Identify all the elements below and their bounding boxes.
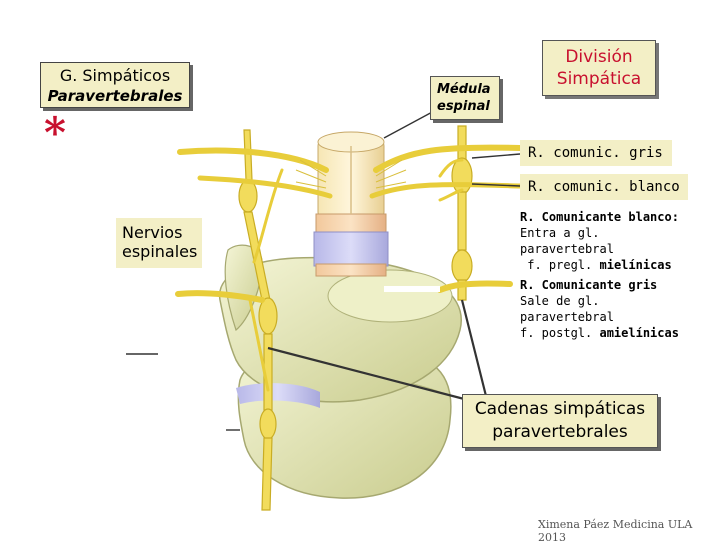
label-g-simpaticos-title: G. Simpáticos	[59, 66, 171, 85]
label-nervios-line1: Nervios	[122, 223, 183, 242]
definition-gris-line1: Sale de gl. paravertebral	[520, 294, 614, 324]
label-comunic-gris: R. comunic. gris	[520, 140, 672, 166]
definition-gris-bold: amielínicas	[599, 326, 679, 340]
white-marker	[384, 286, 440, 292]
label-division-simpatica: División Simpática	[542, 40, 656, 96]
label-medula-line1: Médula	[437, 82, 491, 97]
definition-blanco-bold: mielínicas	[599, 258, 672, 272]
label-nervios-line2: espinales	[122, 242, 198, 261]
left-sympathetic-chain	[238, 129, 278, 511]
definition-blanco-title: R. Comunicante blanco:	[520, 210, 679, 224]
spinal-nerves	[175, 144, 523, 392]
author-credit: Ximena Páez Medicina ULA 2013	[538, 518, 693, 544]
label-cadenas-line2: paravertebrales	[492, 422, 628, 442]
label-paravertebrales: Paravertebrales	[47, 87, 183, 105]
label-medula-espinal: Médula espinal	[430, 76, 500, 120]
definition-gris-prefix: f. postgl.	[520, 326, 593, 340]
nerve-rootlets	[295, 159, 407, 189]
label-nervios-espinales: Nervios espinales	[116, 218, 202, 268]
right-sympathetic-chain	[451, 125, 473, 301]
definition-gris-title: R. Comunicante gris	[520, 278, 658, 292]
label-cadenas-line1: Cadenas simpáticas	[474, 399, 646, 419]
definition-comunicante-gris: R. Comunicante gris Sale de gl. paravert…	[514, 274, 690, 340]
label-division-line1: División	[565, 47, 633, 67]
definition-blanco-line2: f. pregl. mielínicas	[520, 257, 690, 273]
definition-blanco-prefix: f. pregl.	[527, 258, 593, 272]
label-cadenas-simpaticas: Cadenas simpáticas paravertebrales	[462, 394, 658, 448]
label-division-line2: Simpática	[556, 69, 642, 89]
label-medula-line2: espinal	[437, 99, 490, 114]
leader-lines	[126, 109, 521, 431]
vertebra-upper	[218, 244, 462, 403]
label-g-simpaticos: G. Simpáticos Paravertebrales	[40, 62, 190, 108]
label-comunic-blanco: R. comunic. blanco	[520, 174, 688, 200]
definition-gris-line2: f. postgl. amielínicas	[520, 325, 690, 341]
intervertebral-disc	[236, 383, 320, 408]
asterisk-mark: *	[44, 108, 66, 157]
definition-comunicante-blanco: R. Comunicante blanco: Entra a gl. parav…	[514, 206, 690, 272]
spinal-cord	[313, 131, 389, 277]
definition-blanco-line1: Entra a gl. paravertebral	[520, 226, 614, 256]
